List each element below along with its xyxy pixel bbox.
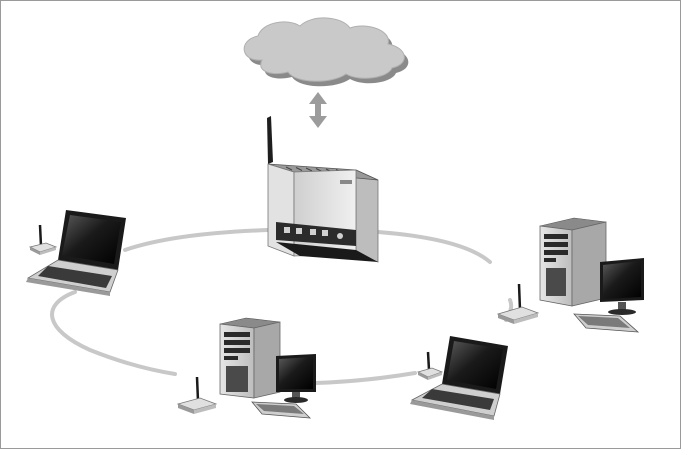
diagram-canvas — [0, 0, 681, 449]
network-diagram — [0, 0, 681, 449]
